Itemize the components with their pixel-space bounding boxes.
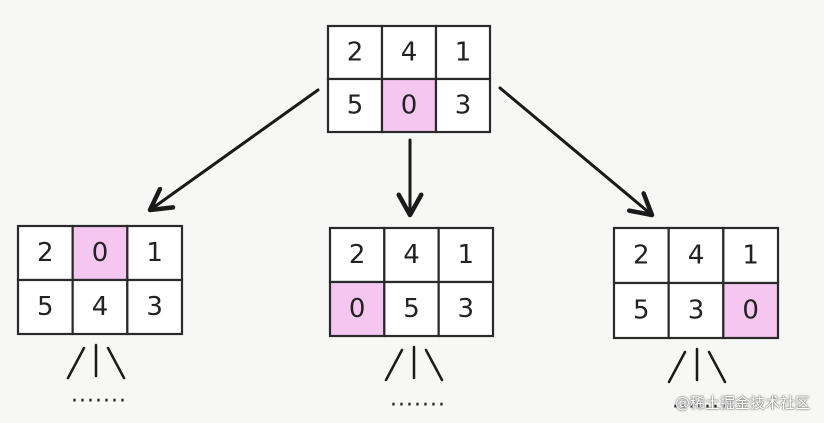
tile-number: 3	[146, 292, 163, 322]
tile-number: 5	[347, 91, 364, 121]
tile-number: 4	[401, 38, 418, 68]
continuation-dots-child-1: ·······	[71, 389, 127, 414]
tile	[434, 77, 492, 134]
tile	[16, 278, 74, 336]
tile-number: 1	[455, 38, 472, 68]
branch-lines-child-3	[667, 347, 727, 384]
tile	[383, 226, 440, 284]
arrow-to-child-3	[498, 86, 655, 218]
tile-number: 4	[92, 292, 109, 322]
branch-lines-child-1	[66, 343, 126, 380]
tile-number: 3	[458, 294, 475, 324]
tile	[437, 280, 495, 338]
tile-number: 1	[742, 241, 759, 271]
tile-number: 2	[347, 38, 364, 68]
tile-number: 4	[688, 241, 705, 271]
continuation-dots-child-2: ·······	[390, 393, 446, 418]
tile	[667, 281, 725, 340]
tile-number: 5	[633, 296, 650, 326]
board-root: 2 4 1 5 0 3	[326, 24, 492, 134]
tile-number: 3	[688, 296, 705, 326]
tile-number: 0	[742, 296, 759, 326]
tile-number: 0	[92, 238, 109, 268]
blank-tile	[722, 281, 780, 340]
board-child-2: 2 4 1 0 5 3	[328, 226, 495, 338]
tile	[383, 280, 440, 338]
tile-number: 0	[401, 91, 418, 121]
tile-number: 2	[37, 238, 54, 268]
tile-number: 3	[455, 91, 472, 121]
tile-number: 2	[633, 241, 650, 271]
tile	[126, 224, 184, 282]
tile-number: 5	[403, 294, 420, 324]
branch-lines-child-2	[384, 345, 444, 382]
tile-number: 1	[146, 238, 163, 268]
tile	[126, 278, 184, 336]
arrow-to-child-1	[147, 88, 320, 213]
tile-number: 0	[349, 294, 366, 324]
tile-number: 1	[458, 240, 475, 270]
blank-tile	[328, 280, 386, 338]
tile	[71, 278, 129, 336]
tile	[380, 24, 438, 81]
board-child-1: 2 0 1 5 4 3	[16, 224, 184, 336]
watermark: @稀土掘金技术社区	[674, 394, 810, 412]
board-child-3: 2 4 1 5 3 0	[612, 226, 780, 340]
tile-number: 4	[403, 240, 420, 270]
tile-number: 5	[37, 292, 54, 322]
tile-number: 2	[349, 240, 366, 270]
continuation-dots-child-3: ·······	[672, 395, 728, 420]
tile	[437, 226, 495, 284]
